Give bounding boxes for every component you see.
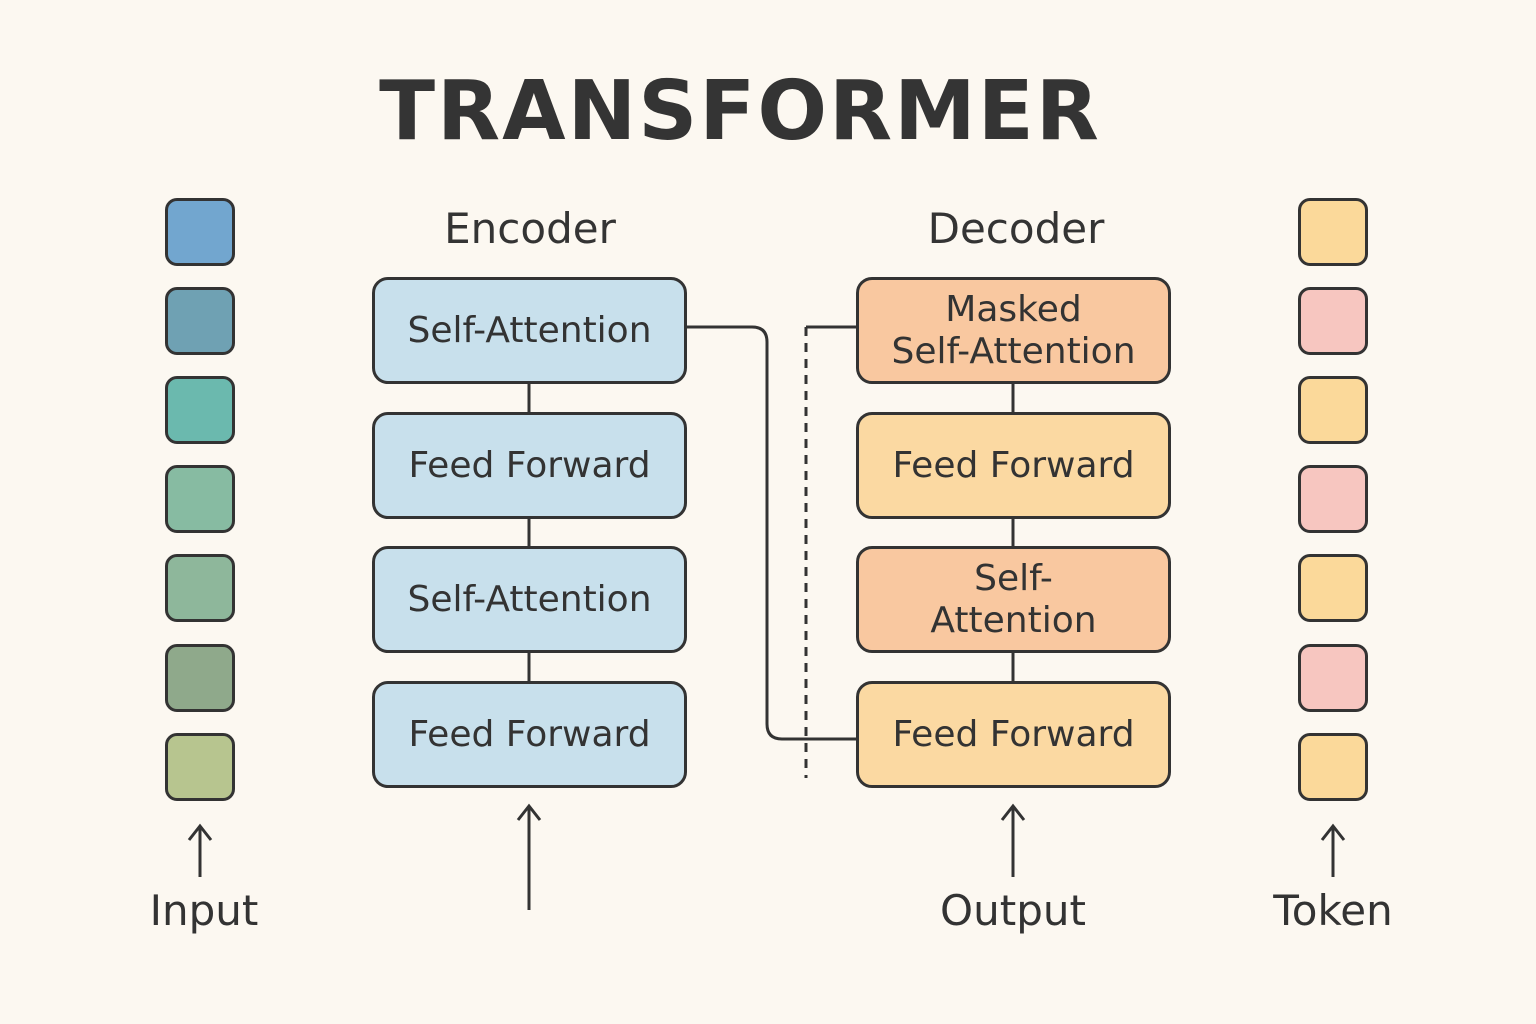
input-arrow-head	[187, 823, 213, 841]
input-token	[165, 465, 235, 533]
block-label: Self-Attention	[407, 309, 652, 351]
diagram-title: TRANSFORMER	[379, 64, 1101, 159]
input-label: Input	[149, 886, 259, 935]
encoder-feed-forward-block: Feed Forward	[372, 681, 687, 788]
encoder-self-attention-block: Self-Attention	[372, 277, 687, 384]
encoder-arrow-head	[516, 803, 542, 821]
input-token	[165, 554, 235, 622]
token-label: Token	[1273, 886, 1393, 935]
block-label: Masked Self-Attention	[891, 288, 1136, 372]
decoder-masked-self-attention-block: Masked Self-Attention	[856, 277, 1171, 384]
decoder-feed-forward-block: Feed Forward	[856, 412, 1171, 519]
token-arrow-head	[1320, 823, 1346, 841]
output-token	[1298, 554, 1368, 622]
input-token	[165, 733, 235, 801]
cross-attention-link	[686, 325, 858, 741]
output-token	[1298, 376, 1368, 444]
encoder-title: Encoder	[444, 204, 616, 253]
block-label: Feed Forward	[892, 713, 1135, 755]
input-token	[165, 644, 235, 712]
encoder-self-attention-block: Self-Attention	[372, 546, 687, 653]
block-label: Feed Forward	[408, 713, 651, 755]
decoder-title: Decoder	[927, 204, 1105, 253]
input-token	[165, 287, 235, 355]
output-token	[1298, 733, 1368, 801]
decoder-feed-forward-block: Feed Forward	[856, 681, 1171, 788]
output-token	[1298, 198, 1368, 266]
block-label: Self-Attention	[407, 578, 652, 620]
input-token	[165, 198, 235, 266]
output-token	[1298, 644, 1368, 712]
decoder-self-attention-block: Self- Attention	[856, 546, 1171, 653]
output-token	[1298, 465, 1368, 533]
input-token	[165, 376, 235, 444]
block-label: Self- Attention	[930, 557, 1097, 641]
output-token	[1298, 287, 1368, 355]
block-label: Feed Forward	[408, 444, 651, 486]
output-arrow-head	[1000, 803, 1026, 821]
block-label: Feed Forward	[892, 444, 1135, 486]
output-label: Output	[940, 886, 1086, 935]
encoder-feed-forward-block: Feed Forward	[372, 412, 687, 519]
